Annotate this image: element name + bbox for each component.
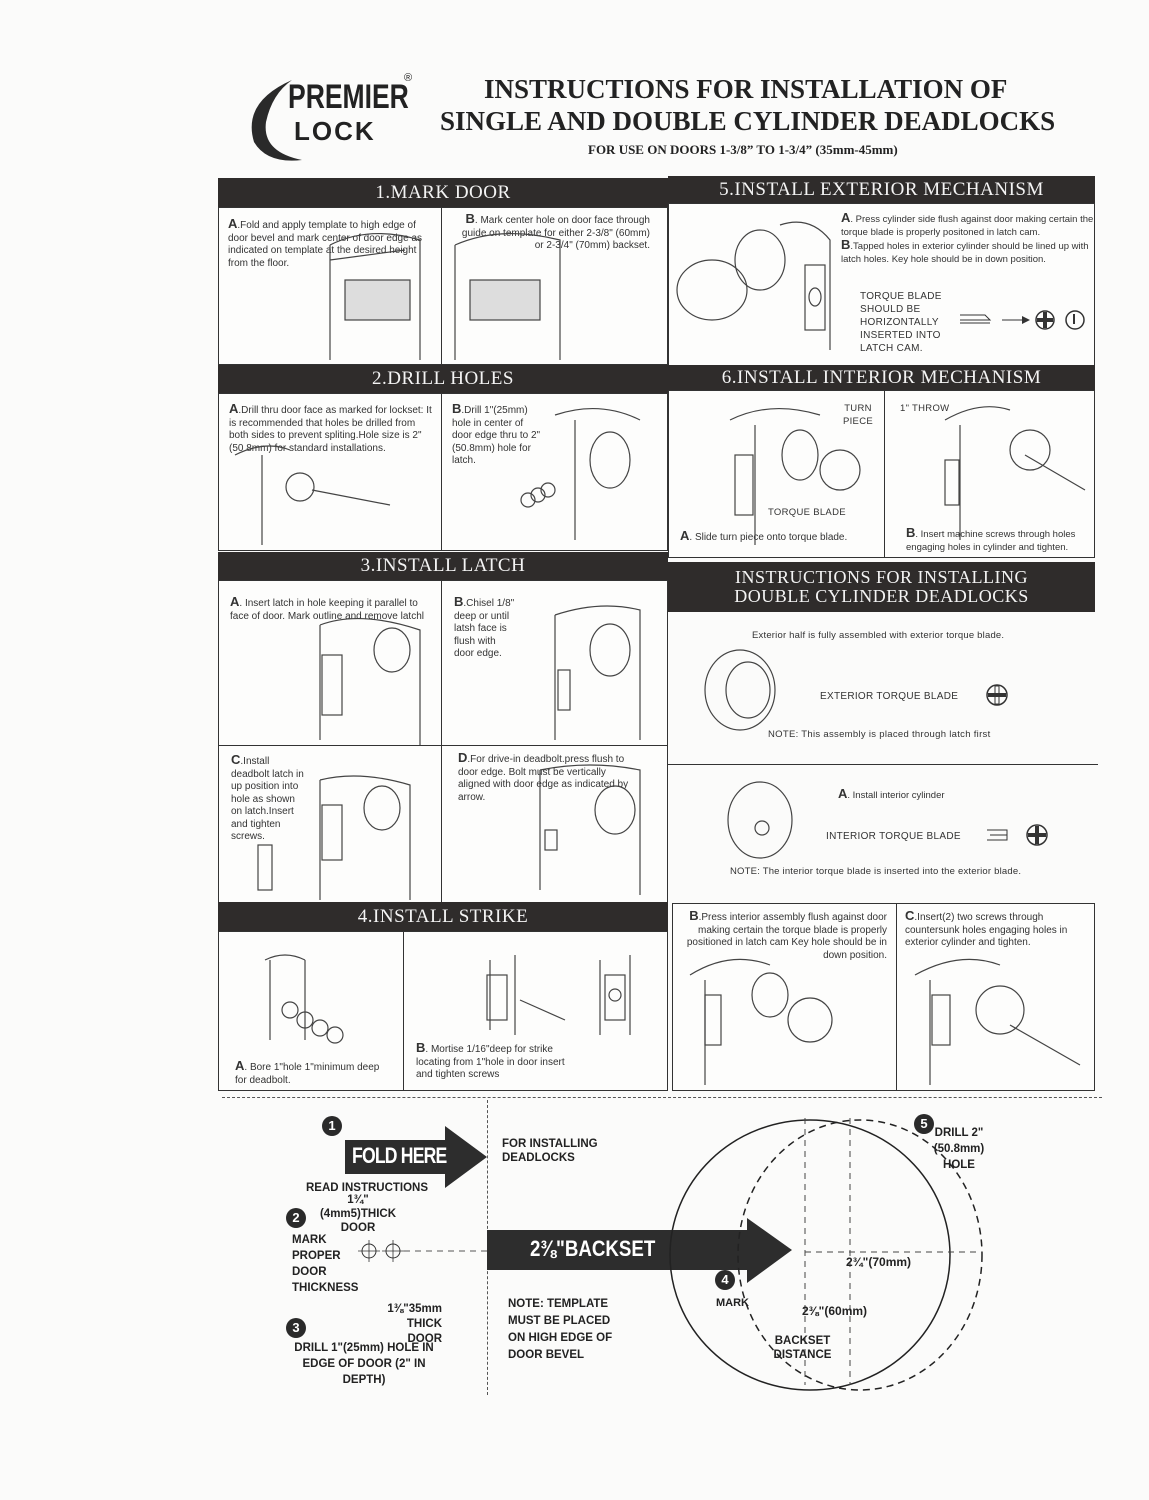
note-interior-blade: NOTE: The interior torque blade is inser… (730, 866, 1022, 877)
mark-proper-label: MARK PROPER DOOR THICKNESS (292, 1234, 359, 1294)
brand-name: PREMIER (288, 78, 409, 116)
dim-70mm: 2¾"(70mm) (846, 1255, 912, 1269)
step-letter: B (416, 1040, 426, 1055)
step-letter: B (454, 594, 464, 609)
divider (668, 764, 1098, 765)
step-text: .Press interior assembly flush against d… (686, 912, 887, 961)
step-letter: A (230, 594, 240, 609)
step-number-1: 1 (322, 1116, 342, 1136)
step-letter: A (841, 210, 851, 225)
backset-arrow-icon (487, 1218, 792, 1283)
note-latch-first: NOTE: This assembly is placed through la… (768, 729, 991, 740)
step-number-5: 5 (914, 1114, 934, 1134)
template-note: NOTE: TEMPLATE MUST BE PLACED ON HIGH ED… (508, 1298, 613, 1361)
step-letter: B (465, 211, 475, 226)
note-line: INSERTED INTO (860, 330, 941, 341)
step-text: .Tapped holes in exterior cylinder shoul… (841, 241, 1089, 265)
step-number-4: 4 (715, 1270, 735, 1290)
step-letter: A (228, 216, 238, 231)
step-letter: C (231, 752, 241, 767)
step-letter: B (452, 401, 462, 416)
step-text: . Mark center hole on door face through … (461, 215, 650, 251)
logo-swoosh-icon (251, 80, 302, 161)
thick-door-1: 1¾"(4mm5)THICK DOOR (319, 1194, 397, 1234)
torque-blade-diagram-icon (960, 310, 1085, 330)
step-text: .Insert(2) two screws through countersun… (905, 912, 1068, 948)
section-5-header: 5.INSTALL EXTERIOR MECHANISM (668, 176, 1095, 203)
step-letter: A (235, 1058, 245, 1073)
backset-distance-label: BACKSET DISTANCE (773, 1335, 832, 1361)
exterior-note: Exterior half is fully assembled with ex… (752, 630, 1005, 641)
step-letter: A (838, 786, 848, 801)
fold-here-arrow-icon (345, 1126, 487, 1188)
step-letter: A (229, 401, 239, 416)
double-title-1: INSTRUCTIONS FOR INSTALLING (734, 567, 1029, 588)
note-line: SHOULD BE (860, 304, 921, 315)
step-text: . Insert machine screws through holes en… (906, 529, 1076, 553)
step-letter: A (680, 528, 690, 543)
double-cylinder-header: INSTRUCTIONS FOR INSTALLING DOUBLE CYLIN… (668, 562, 1095, 612)
interior-blade-label: INTERIOR TORQUE BLADE (826, 831, 961, 842)
drill-hole-template-icon (669, 1118, 983, 1391)
step-letter: B (906, 525, 916, 540)
step-text: . Insert latch in hole keeping it parall… (230, 598, 424, 622)
double-title-2: DOUBLE CYLINDER DEADLOCKS (734, 586, 1029, 606)
step-number-3: 3 (286, 1318, 306, 1338)
step-text: . Install interior cylinder (847, 790, 945, 801)
note-line: HORIZONTALLY (860, 317, 939, 328)
step-text: .Fold and apply template to high edge of… (228, 220, 423, 269)
step-letter: B (841, 237, 851, 252)
torque-blade-note: TORQUE BLADE SHOULD BE HORIZONTALLY INSERTE… (860, 290, 950, 355)
crosshair-marks-icon (358, 1240, 488, 1262)
note-line: TORQUE BLADE (860, 291, 942, 302)
section-3-header: 3.INSTALL LATCH (218, 552, 668, 580)
mark-label: MARK (716, 1297, 749, 1309)
exterior-blade-label: EXTERIOR TORQUE BLADE (820, 691, 959, 702)
drill-edge-label: DRILL 1"(25mm) HOLE IN EDGE OF DOOR (2" … (294, 1342, 434, 1386)
section-2-header: 2.DRILL HOLES (218, 365, 668, 393)
fold-line (222, 1097, 1102, 1098)
interior-blade-icon (987, 824, 1048, 846)
read-instructions: READ INSTRUCTIONS (306, 1182, 429, 1194)
thick-door-2: 1⅜"35mm THICK DOOR (387, 1303, 442, 1345)
step-text: .Chisel 1/8" deep or until latsh face is… (454, 598, 515, 659)
step-letter: B (689, 908, 699, 923)
exterior-blade-icon (986, 684, 1008, 706)
section-4-header: 4.INSTALL STRIKE (218, 902, 668, 931)
brand-sub: LOCK (294, 116, 376, 146)
brand-reg: ® (404, 72, 413, 84)
section-6-header: 6.INSTALL INTERIOR MECHANISM (668, 365, 1095, 391)
step-text: . Mortise 1/16"deep for strike locating … (416, 1044, 565, 1080)
page-title-1: INSTRUCTIONS FOR INSTALLATION OF (484, 74, 1008, 104)
step-text: . Press cylinder side flush against door… (841, 214, 1094, 238)
page-subtitle: FOR USE ON DOORS 1-3/8” TO 1-3/4” (35mm-… (588, 142, 898, 157)
torque-blade-label: TORQUE BLADE (768, 507, 846, 518)
throw-label: 1" THROW (900, 403, 950, 414)
step-text: . Slide turn piece onto torque blade. (689, 532, 848, 543)
step-text: .Drill 1"(25mm) hole in center of door e… (452, 405, 541, 466)
section-1-header: 1.MARK DOOR (218, 178, 668, 207)
step-text: .Drill thru door face as marked for lock… (229, 405, 432, 454)
dim-60mm: 2⅜"(60mm) (802, 1304, 868, 1318)
step-letter: C (905, 908, 915, 923)
step-text: . Bore 1"hole 1"minimum deep for deadbol… (235, 1062, 380, 1086)
note-line: LATCH CAM. (860, 343, 923, 354)
for-installing-label: FOR INSTALLING DEADLOCKS (502, 1138, 598, 1164)
step-text: .Install deadbolt latch in up position i… (231, 756, 304, 842)
page-title-2: SINGLE AND DOUBLE CYLINDER DEADLOCKS (440, 106, 1056, 136)
backset-label: 2⅜"BACKSET (530, 1236, 656, 1261)
fold-here-label: FOLD HERE (352, 1143, 447, 1168)
step-text: .For drive-in deadbolt.press flush to do… (458, 754, 629, 803)
brand-logo: PREMIER ® LOCK (232, 72, 412, 162)
drill-hole-label: DRILL 2"(50.8mm) HOLE (933, 1127, 985, 1171)
step-number-2: 2 (286, 1208, 306, 1228)
turn-piece-label: TURN PIECE (842, 403, 873, 427)
step-letter: D (458, 750, 468, 765)
